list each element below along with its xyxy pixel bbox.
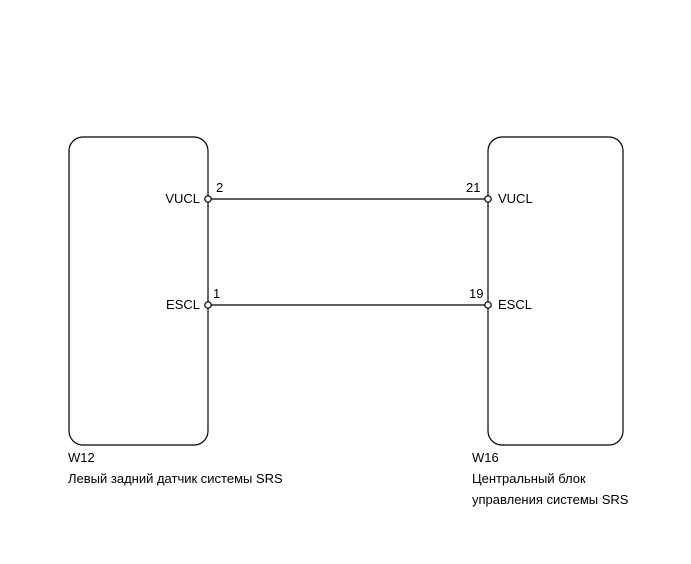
- right-component-code: W16: [472, 450, 499, 465]
- left-pin-label-vucl: VUCL: [165, 191, 200, 206]
- right-component-name-line2: управления системы SRS: [472, 492, 629, 507]
- terminal-right-vucl: [484, 195, 492, 203]
- left-component-code: W12: [68, 450, 95, 465]
- left-component-name: Левый задний датчик системы SRS: [68, 471, 283, 486]
- terminal-left-escl: [204, 301, 212, 309]
- right-component-name-line1: Центральный блок: [472, 471, 586, 486]
- right-pin-label-vucl: VUCL: [498, 191, 533, 206]
- left-pin-label-escl: ESCL: [166, 297, 200, 312]
- terminal-left-vucl: [204, 195, 212, 203]
- left-pin-number-vucl: 2: [216, 180, 224, 195]
- right-pin-number-vucl: 21: [466, 180, 481, 195]
- left-pin-number-escl: 1: [213, 286, 221, 301]
- right-pin-label-escl: ESCL: [498, 297, 532, 312]
- terminal-right-escl: [484, 301, 492, 309]
- right-pin-number-escl: 19: [469, 286, 484, 301]
- right-component-box: [487, 136, 624, 446]
- left-component-box: [68, 136, 209, 446]
